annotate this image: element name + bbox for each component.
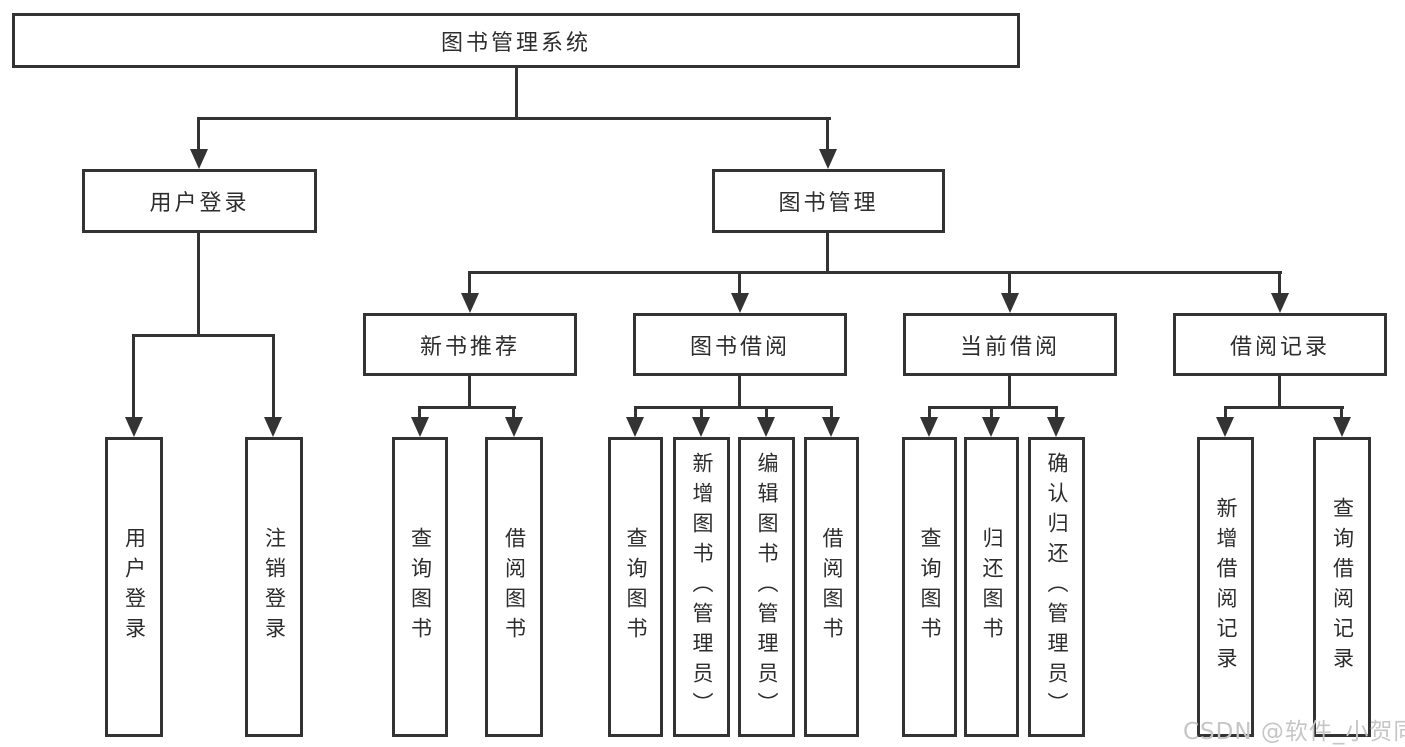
leaf-label: 确认归还（管理员）: [1045, 452, 1069, 722]
leaf-label: 新增图书（管理员）: [690, 452, 714, 722]
connector: [132, 334, 275, 337]
connector: [197, 119, 200, 151]
leaf-newbook-query-books: 查询图书: [392, 437, 448, 737]
arrowhead-down-icon: [505, 417, 523, 437]
connector: [1008, 376, 1011, 409]
arrowhead-down-icon: [1333, 417, 1351, 437]
node-label: 用户登录: [149, 191, 250, 216]
leaf-logout: 注销登录: [245, 437, 303, 737]
leaf-current-confirm-return-admin: 确认归还（管理员）: [1028, 437, 1085, 737]
connector: [928, 408, 931, 419]
connector: [634, 406, 833, 409]
arrowhead-down-icon: [1047, 417, 1065, 437]
leaf-borrowing-borrow-books: 借阅图书: [804, 437, 859, 737]
connector: [1224, 408, 1227, 419]
node-new-book-recommend: 新书推荐: [363, 313, 577, 376]
connector: [765, 408, 768, 419]
connector: [1278, 273, 1281, 295]
leaf-user-login: 用户登录: [105, 437, 163, 737]
csdn-watermark: CSDN @软件_小贺同学: [1183, 719, 1405, 745]
leaf-label: 编辑图书（管理员）: [755, 452, 779, 722]
connector: [826, 233, 829, 274]
connector: [1008, 273, 1011, 295]
arrowhead-down-icon: [626, 417, 644, 437]
leaf-label: 借阅图书: [502, 527, 527, 647]
arrowhead-down-icon: [125, 417, 143, 437]
leaf-records-query-record: 查询借阅记录: [1313, 437, 1371, 737]
connector: [700, 408, 703, 419]
connector: [738, 376, 741, 409]
leaf-borrowing-add-books-admin: 新增图书（管理员）: [673, 437, 730, 737]
leaf-label: 借阅图书: [820, 527, 844, 647]
arrowhead-down-icon: [411, 417, 429, 437]
node-label: 当前借阅: [959, 334, 1060, 360]
leaf-label: 查询图书: [624, 527, 648, 647]
connector: [512, 408, 515, 419]
leaf-label: 归还图书: [980, 527, 1004, 647]
leaf-label: 用户登录: [122, 527, 147, 647]
node-book-borrowing: 图书借阅: [633, 313, 847, 376]
arrowhead-down-icon: [731, 293, 749, 313]
leaf-label: 查询图书: [918, 527, 942, 647]
node-root: 图书管理系统: [12, 13, 1020, 68]
connector: [830, 408, 833, 419]
connector: [634, 408, 637, 419]
connector: [928, 406, 1058, 409]
node-label: 图书管理: [778, 191, 879, 216]
node-book-management: 图书管理: [712, 169, 945, 233]
connector: [826, 119, 829, 151]
connector: [1055, 408, 1058, 419]
leaf-label: 新增借阅记录: [1214, 497, 1238, 677]
connector: [468, 271, 1282, 274]
arrowhead-down-icon: [1271, 293, 1289, 313]
connector: [197, 117, 831, 120]
arrowhead-down-icon: [819, 149, 837, 169]
arrowhead-down-icon: [1216, 417, 1234, 437]
leaf-current-return-books: 归还图书: [964, 437, 1019, 737]
connector: [272, 336, 275, 419]
connector: [197, 233, 200, 337]
leaf-label: 注销登录: [262, 527, 287, 647]
connector: [418, 406, 516, 409]
arrowhead-down-icon: [1001, 293, 1019, 313]
leaf-borrowing-query-books: 查询图书: [608, 437, 663, 737]
connector: [418, 408, 421, 419]
connector: [515, 68, 518, 118]
connector: [468, 273, 471, 295]
leaf-records-add-record: 新增借阅记录: [1197, 437, 1254, 737]
connector: [738, 273, 741, 295]
arrowhead-down-icon: [757, 417, 775, 437]
leaf-label: 查询图书: [408, 527, 433, 647]
node-label: 借阅记录: [1229, 334, 1330, 360]
node-current-borrowing: 当前借阅: [903, 313, 1117, 376]
arrowhead-down-icon: [692, 417, 710, 437]
arrowhead-down-icon: [982, 417, 1000, 437]
node-label: 图书借阅: [689, 334, 790, 360]
connector: [1340, 408, 1343, 419]
connector: [1278, 376, 1281, 409]
arrowhead-down-icon: [461, 293, 479, 313]
leaf-current-query-books: 查询图书: [902, 437, 957, 737]
connector: [990, 408, 993, 419]
arrowhead-down-icon: [822, 417, 840, 437]
arrowhead-down-icon: [190, 149, 208, 169]
arrowhead-down-icon: [920, 417, 938, 437]
leaf-newbook-borrow-books: 借阅图书: [485, 437, 543, 737]
connector: [132, 336, 135, 419]
node-label: 新书推荐: [419, 334, 520, 360]
node-borrowing-records: 借阅记录: [1173, 313, 1387, 376]
leaf-label: 查询借阅记录: [1330, 497, 1355, 677]
connector: [468, 376, 471, 409]
connector: [1224, 406, 1344, 409]
leaf-borrowing-edit-books-admin: 编辑图书（管理员）: [738, 437, 795, 737]
arrowhead-down-icon: [264, 417, 282, 437]
node-user-login: 用户登录: [82, 169, 317, 233]
node-label: 图书管理系统: [440, 30, 591, 56]
